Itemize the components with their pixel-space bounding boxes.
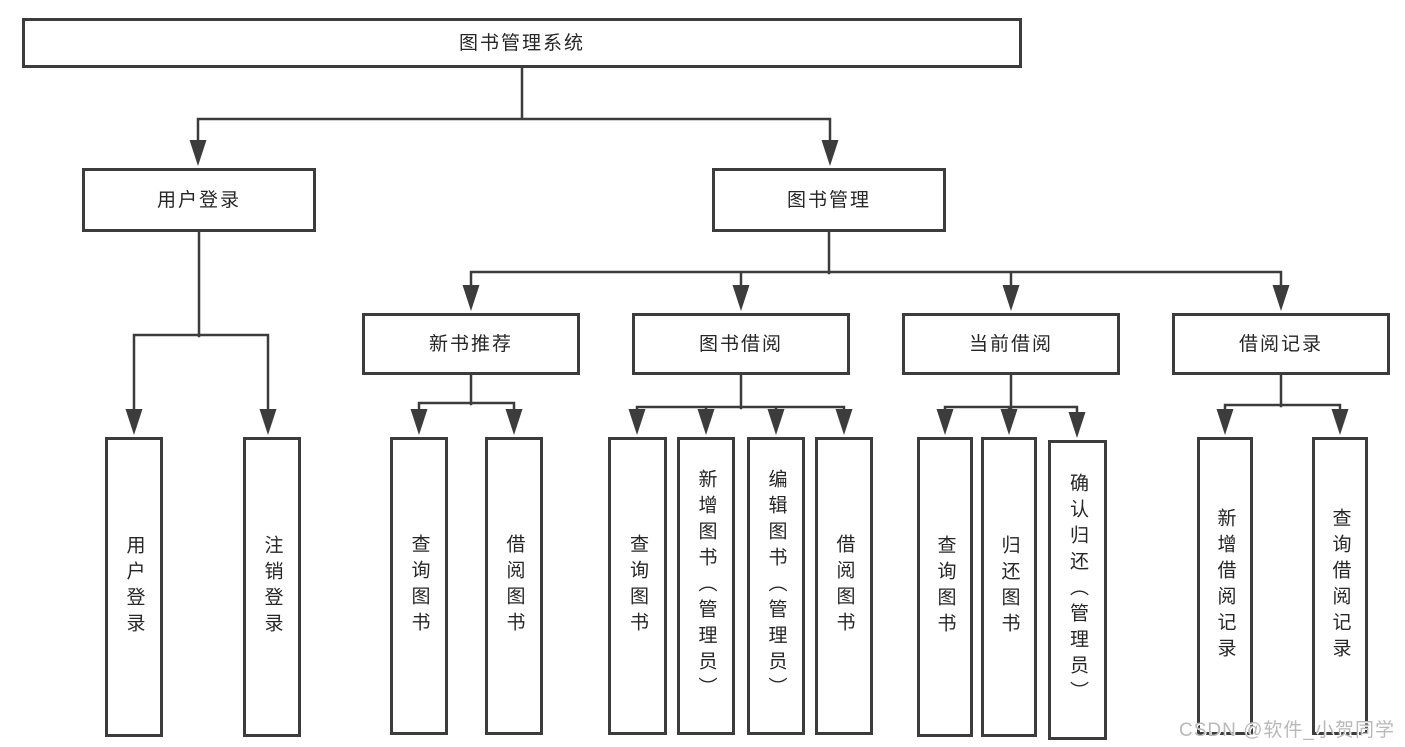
leaf-edit-book-admin-label: 编辑图书（管理员）	[765, 469, 787, 703]
leaf-logout: 注销登录	[243, 437, 301, 737]
leaf-add-book-admin-label: 新增图书（管理员）	[695, 469, 717, 703]
node-new-book-recommendation-label: 新书推荐	[428, 333, 513, 355]
node-book-management: 图书管理	[712, 168, 946, 232]
leaf-query-books-current: 查询图书	[917, 437, 973, 737]
leaf-query-books-recommend-label: 查询图书	[408, 534, 430, 638]
leaf-borrow-books: 借阅图书	[815, 437, 873, 735]
node-root-system: 图书管理系统	[22, 18, 1022, 68]
node-user-login: 用户登录	[82, 168, 316, 232]
csdn-watermark: CSDN @软件_小贺同学	[1179, 720, 1395, 741]
node-new-book-recommendation: 新书推荐	[362, 313, 580, 375]
leaf-return-books-label: 归还图书	[998, 535, 1020, 639]
leaf-user-login: 用户登录	[105, 437, 163, 737]
leaf-borrow-books-recommend-label: 借阅图书	[503, 534, 525, 638]
leaf-query-books-current-label: 查询图书	[934, 535, 956, 639]
leaf-user-login-label: 用户登录	[123, 535, 145, 639]
node-book-borrowing-label: 图书借阅	[698, 333, 783, 355]
node-current-borrowing: 当前借阅	[902, 313, 1120, 375]
leaf-query-books-borrowing-label: 查询图书	[627, 534, 648, 638]
leaf-query-books-borrowing: 查询图书	[608, 437, 667, 735]
node-user-login-label: 用户登录	[156, 189, 241, 211]
leaf-query-books-recommend: 查询图书	[390, 437, 448, 735]
node-book-borrowing: 图书借阅	[632, 313, 850, 375]
leaf-return-books: 归还图书	[981, 437, 1037, 737]
leaf-query-borrow-record-label: 查询借阅记录	[1329, 508, 1351, 664]
node-book-management-label: 图书管理	[786, 189, 871, 211]
arrowheads	[125, 140, 1349, 438]
leaf-query-borrow-record: 查询借阅记录	[1312, 437, 1368, 735]
leaf-add-book-admin: 新增图书（管理员）	[677, 437, 735, 735]
leaf-add-borrow-record: 新增借阅记录	[1197, 437, 1253, 735]
leaf-confirm-return-admin: 确认归还（管理员）	[1048, 440, 1107, 740]
node-borrowing-records-label: 借阅记录	[1238, 333, 1323, 355]
node-root-label: 图书管理系统	[458, 32, 585, 54]
leaf-confirm-return-admin-label: 确认归还（管理员）	[1067, 473, 1088, 707]
node-current-borrowing-label: 当前借阅	[968, 333, 1053, 355]
leaf-add-borrow-record-label: 新增借阅记录	[1214, 508, 1236, 664]
leaf-borrow-books-label: 借阅图书	[833, 534, 855, 638]
leaf-edit-book-admin: 编辑图书（管理员）	[747, 437, 805, 735]
leaf-borrow-books-recommend: 借阅图书	[485, 437, 543, 735]
leaf-logout-label: 注销登录	[261, 535, 283, 639]
node-borrowing-records: 借阅记录	[1172, 313, 1390, 375]
